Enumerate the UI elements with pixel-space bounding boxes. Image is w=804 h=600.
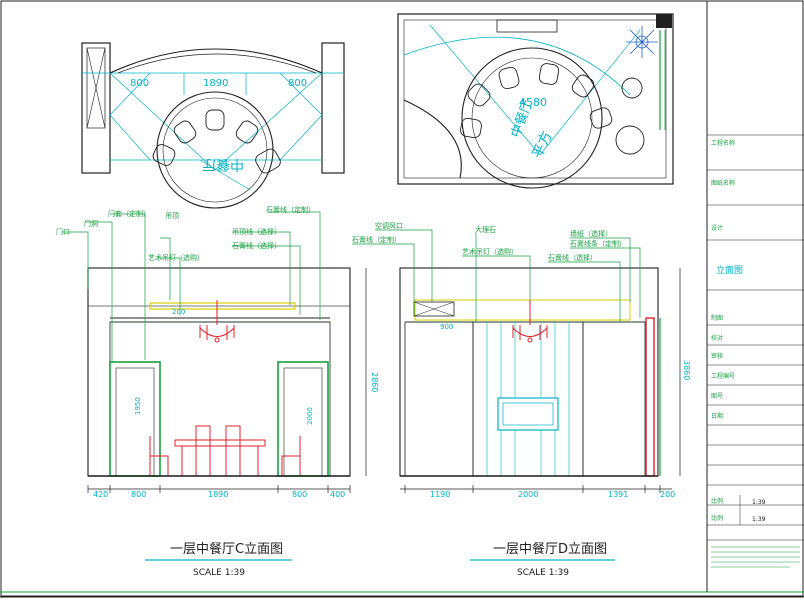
tb-scale-1: 1:39 (752, 499, 766, 506)
c-dim-height: 2860 (370, 372, 379, 392)
elevation-c-leaders (62, 211, 321, 362)
tb-row-2: 图纸名称 (711, 179, 735, 187)
c-label-door: 门口 (56, 227, 70, 236)
tb-row-10: 比例 (711, 497, 723, 505)
tb-row-3: 设计 (711, 224, 723, 232)
d-dim-2: 2000 (518, 490, 538, 499)
elevation-c-labels: 门套（定制） 门洞 门口 吊顶 艺术吊灯（选购） 石膏线（定制） 吊顶线（选择）… (56, 205, 315, 262)
tb-row-9: 日期 (711, 412, 723, 420)
elevation-d-dims: 1190 2000 1391 200 3860 900 (400, 268, 691, 499)
chandelier-d-icon (512, 300, 548, 343)
c-dim-3: 1890 (208, 490, 228, 499)
plan-right-labels: 4580 中餐厅 平方 (508, 96, 556, 161)
elevation-d-caption: 一层中餐厅D立面图 SCALE 1:39 (470, 541, 615, 578)
tb-row-4: 制图 (711, 314, 723, 322)
elevation-d-labels: 空调风口 石膏线（定制） 大理石 艺术吊灯（选购） 墙纸（选择） 石膏线条（定制… (352, 221, 626, 262)
tb-row-11: 比例 (711, 514, 723, 522)
tb-scale-2: 1:39 (752, 516, 766, 523)
c-dim-top: 200 (172, 308, 185, 316)
c-dim-door-left: 1950 (134, 397, 142, 415)
c-label-door-opening: 门洞 (84, 219, 98, 228)
plan-left-room-label: 中餐厅 (202, 156, 244, 172)
d-scale: SCALE 1:39 (517, 568, 569, 578)
d-label-right-2: 石膏线条（定制） (570, 239, 626, 248)
wall-panel-d-right (582, 321, 646, 477)
plan-right (397, 13, 674, 189)
c-dim-2: 800 (131, 490, 146, 499)
plan-left-dim-3: 800 (288, 78, 307, 89)
d-dim-height: 3860 (682, 360, 691, 380)
tb-row-8: 图号 (711, 393, 723, 400)
plan-left (81, 42, 345, 209)
door-left-c (109, 361, 161, 477)
c-dim-4: 800 (292, 490, 307, 499)
title-block: 工程名称 图纸名称 设计 制图 校对 审核 工程编号 图号 日期 比例 比例 立… (706, 1, 804, 592)
d-label-right-1: 墙纸（选择） (570, 229, 612, 238)
d-label-marble: 大理石 (475, 225, 496, 234)
plan-left-dims: 800 1890 800 中餐厅 (130, 78, 307, 172)
d-dim-3: 1391 (608, 490, 628, 499)
plan-right-dim: 4580 (519, 96, 547, 109)
elevation-c (87, 267, 351, 477)
d-label-right-3: 石膏线（选择） (548, 253, 597, 262)
plan-left-dim-1: 800 (130, 78, 149, 89)
curtain-d (645, 317, 655, 477)
c-title: 一层中餐厅C立面图 (170, 541, 283, 557)
d-title: 一层中餐厅D立面图 (493, 541, 607, 557)
tb-drawing-name: 立面图 (716, 264, 743, 276)
tb-row-7: 工程编号 (711, 372, 735, 380)
d-label-lamp: 艺术吊灯（选购） (462, 247, 518, 256)
c-label-ceiling: 吊顶 (165, 212, 179, 220)
wall-panel-d-left (404, 321, 474, 477)
plan-right-area-label: 平方 (529, 129, 555, 161)
c-dim-door-right: 2000 (306, 407, 314, 425)
d-dim-top: 900 (440, 323, 453, 331)
d-dim-4: 200 (660, 490, 675, 499)
c-label-lamp: 艺术吊灯（选购） (148, 253, 204, 262)
elevation-d (399, 267, 661, 477)
c-label-door-frame: 门套（定制） (108, 209, 150, 218)
plant-icon (626, 26, 658, 58)
elevation-c-caption: 一层中餐厅C立面图 SCALE 1:39 (145, 541, 292, 578)
tb-row-1: 工程名称 (711, 139, 735, 147)
door-right-c (277, 361, 329, 477)
tb-row-6: 审核 (711, 352, 723, 360)
plan-right-room-label: 中餐厅 (508, 98, 536, 140)
tb-row-5: 校对 (711, 334, 723, 342)
c-label-right-1: 石膏线（定制） (266, 205, 315, 214)
elevation-d-leaders (352, 229, 641, 322)
elevation-c-dims: 420 800 1890 800 400 2860 1950 2000 200 (87, 268, 379, 499)
c-label-right-3: 石膏线（选择） (232, 241, 281, 250)
d-label-molding: 石膏线（定制） (352, 235, 401, 244)
chandelier-c-icon (199, 300, 235, 343)
plan-left-dim-2: 1890 (203, 78, 228, 89)
c-label-right-2: 吊顶线（选择） (232, 227, 281, 236)
d-dim-1: 1190 (430, 490, 450, 499)
c-dim-5: 400 (330, 490, 345, 499)
c-dim-1: 420 (93, 490, 108, 499)
c-scale: SCALE 1:39 (193, 568, 245, 578)
d-label-vent: 空调风口 (375, 221, 403, 230)
